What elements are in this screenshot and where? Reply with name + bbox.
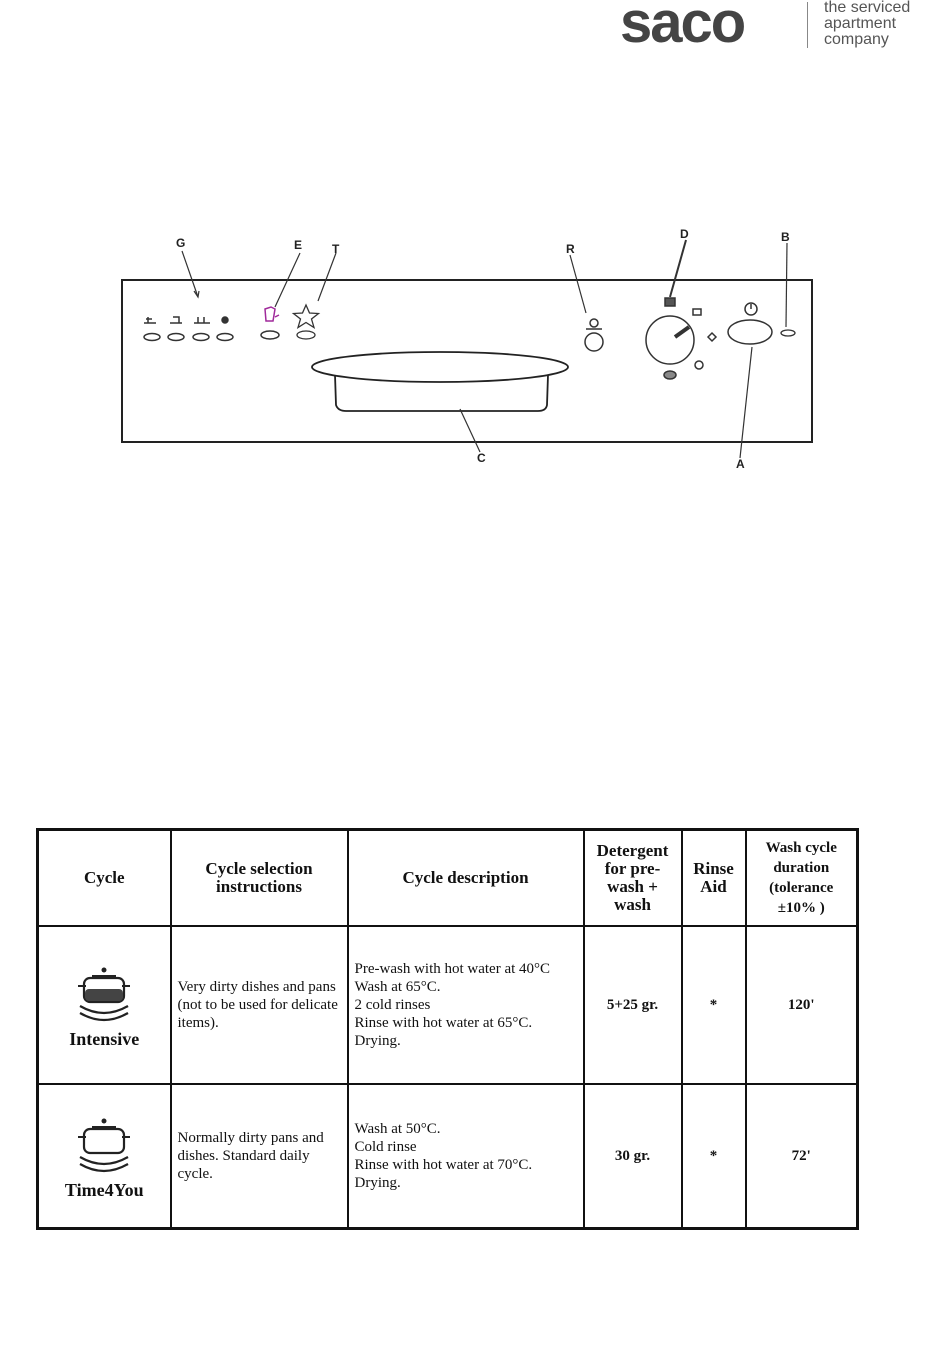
rinse-aid-cell: * bbox=[680, 1083, 747, 1230]
logo-tagline: the serviced apartment company bbox=[824, 0, 910, 48]
label-g: G bbox=[176, 236, 185, 250]
indicator-icon-4 bbox=[221, 316, 229, 324]
instructions-cell: Very dirty dishes and pans (not to be us… bbox=[169, 925, 349, 1085]
half-load-light bbox=[296, 330, 316, 340]
knob-icon-bottom bbox=[663, 370, 677, 380]
delay-start-icon bbox=[264, 306, 280, 322]
delay-start-light bbox=[260, 330, 280, 340]
power-icon bbox=[744, 302, 758, 316]
description-line: Wash at 50°C. bbox=[354, 1121, 441, 1137]
star-icon bbox=[291, 303, 321, 329]
label-a: A bbox=[736, 457, 745, 471]
indicator-icon-2 bbox=[170, 316, 182, 324]
cycle-name: Time4You bbox=[64, 1180, 144, 1200]
knob-dial bbox=[645, 315, 695, 365]
table-row: Intensive Very dirty dishes and pans (no… bbox=[36, 925, 859, 1085]
description-line: Rinse with hot water at 65°C. bbox=[354, 1015, 533, 1031]
description-line: Wash at 65°C. bbox=[354, 979, 441, 995]
rinse-aid-indicator bbox=[584, 318, 604, 352]
power-button-shape bbox=[727, 319, 773, 345]
description-line: Drying. bbox=[354, 1175, 401, 1191]
knob-icon-top bbox=[664, 297, 676, 307]
panel-outline bbox=[121, 279, 813, 443]
intensive-pot-icon bbox=[78, 967, 131, 1022]
indicator-icon-3 bbox=[194, 317, 210, 324]
delay-start-button bbox=[260, 306, 280, 340]
rinse-aid-light bbox=[584, 332, 604, 352]
duration-cell: 72' bbox=[744, 1083, 859, 1230]
indicator-icon-1 bbox=[144, 317, 156, 324]
description-line: Drying. bbox=[354, 1033, 401, 1049]
description-cell: Wash at 50°C. Cold rinse Rinse with hot … bbox=[346, 1083, 585, 1230]
detergent-cell: 30 gr. bbox=[582, 1083, 683, 1230]
time4you-pot-icon bbox=[78, 1118, 131, 1173]
logo-divider bbox=[807, 2, 808, 48]
indicator-lights-group bbox=[143, 316, 234, 342]
half-load-button bbox=[291, 303, 321, 340]
knob-icon-bottom-right bbox=[694, 360, 704, 370]
rinse-aid-icon bbox=[589, 318, 599, 328]
instructions-cell: Normally dirty pans and dishes. Standard… bbox=[169, 1083, 349, 1230]
control-panel-diagram: G E T R D B C A bbox=[121, 227, 813, 471]
header-description: Cycle description bbox=[346, 828, 585, 927]
description-line: Pre-wash with hot water at 40°C bbox=[354, 961, 551, 977]
detergent-cell: 5+25 gr. bbox=[582, 925, 683, 1085]
logo-wordmark: saco bbox=[620, 0, 746, 55]
description-line: Rinse with hot water at 70°C. bbox=[354, 1157, 533, 1173]
label-t: T bbox=[332, 242, 340, 256]
knob-pointer bbox=[673, 325, 691, 339]
table-header-row: Cycle Cycle selection instructions Cycle… bbox=[36, 828, 859, 927]
saco-logo: saco the serviced apartment company bbox=[620, 0, 950, 60]
knob-icon-right bbox=[706, 331, 718, 343]
handle-bowl bbox=[334, 374, 549, 412]
logo-tagline-line-2: apartment bbox=[824, 15, 897, 32]
duration-cell: 120' bbox=[744, 925, 859, 1085]
label-r: R bbox=[566, 242, 575, 256]
header-rinse-aid: Rinse Aid bbox=[680, 828, 747, 927]
label-c: C bbox=[477, 451, 486, 465]
indicator-light-2 bbox=[167, 332, 185, 342]
header-duration: Wash cycle duration (tolerance ±10% ) bbox=[744, 828, 859, 927]
indicator-light-4 bbox=[216, 332, 234, 342]
power-button bbox=[727, 302, 773, 345]
header-cycle: Cycle bbox=[36, 828, 172, 927]
indicator-light-3 bbox=[192, 332, 210, 342]
cycle-cell: Time4You bbox=[36, 1083, 172, 1230]
label-b: B bbox=[781, 230, 790, 244]
knob-icon-top-right bbox=[692, 308, 702, 316]
power-indicator-light bbox=[780, 329, 796, 337]
cycle-name: Intensive bbox=[69, 1029, 140, 1049]
description-line: Cold rinse bbox=[354, 1139, 417, 1155]
description-cell: Pre-wash with hot water at 40°C Wash at … bbox=[346, 925, 585, 1085]
header-detergent: Detergent for pre-wash + wash bbox=[582, 828, 683, 927]
label-leader-lines bbox=[181, 239, 788, 459]
logo-tagline-line-3: company bbox=[824, 31, 889, 48]
header-instructions: Cycle selection instructions bbox=[169, 828, 349, 927]
wash-cycle-table: Cycle Cycle selection instructions Cycle… bbox=[36, 828, 859, 1230]
cycle-cell: Intensive bbox=[36, 925, 172, 1085]
description-line: 2 cold rinses bbox=[354, 997, 431, 1013]
program-selector-knob bbox=[645, 297, 718, 380]
handle-top bbox=[311, 351, 569, 383]
logo-tagline-line-1: the serviced bbox=[824, 0, 911, 16]
indicator-light-1 bbox=[143, 332, 161, 342]
table-row: Time4You Normally dirty pans and dishes.… bbox=[36, 1083, 859, 1230]
label-e: E bbox=[294, 238, 302, 252]
door-handle bbox=[311, 351, 569, 412]
rinse-aid-cell: * bbox=[680, 925, 747, 1085]
label-d: D bbox=[680, 227, 689, 241]
